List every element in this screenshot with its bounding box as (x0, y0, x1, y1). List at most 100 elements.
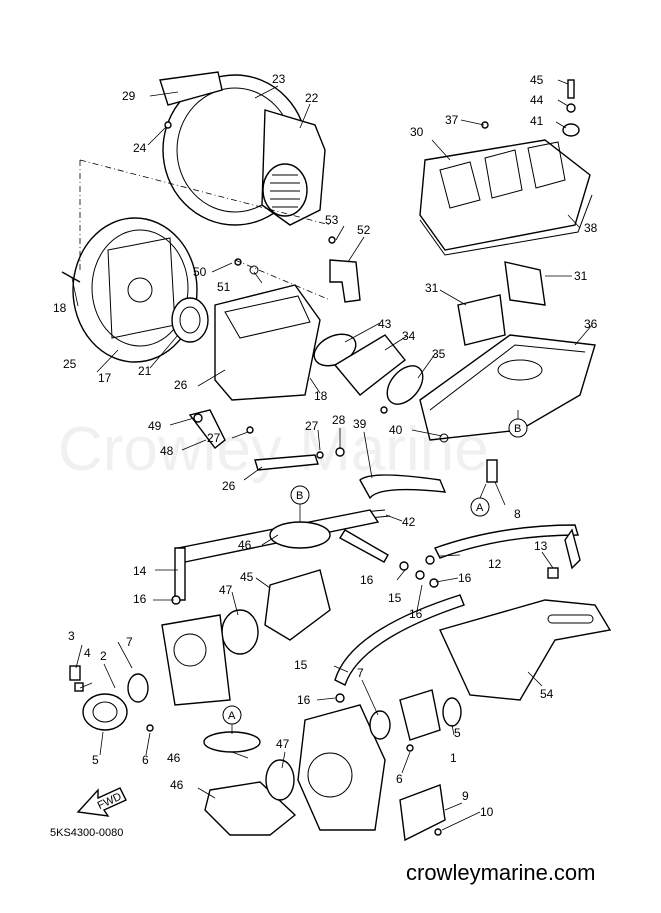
clamp-38 (439, 433, 449, 443)
callout-15: 15 (388, 591, 402, 605)
callout-16b: 16 (360, 573, 374, 587)
nut-49 (193, 413, 203, 423)
marker-b-upper: B (514, 423, 521, 435)
screw-10 (434, 828, 442, 836)
fwd-arrow-icon: FWD (76, 787, 127, 817)
callout-43: 45 (530, 73, 544, 87)
callout-16a: 16 (133, 592, 147, 606)
reference-markers: B A B A (222, 410, 528, 734)
case-34 (419, 334, 596, 441)
callout-27a: 27 (207, 431, 221, 445)
callout-2: 2 (100, 649, 107, 663)
callout-3: 3 (68, 629, 75, 643)
joint-45 (264, 569, 331, 641)
seal-29 (159, 71, 223, 106)
grommet-39 (562, 123, 580, 137)
callout-30: 30 (410, 125, 424, 139)
cover-9 (399, 784, 446, 842)
callout-31b: 31 (425, 281, 439, 295)
leader-lines (71, 79, 593, 831)
callout-8: 8 (514, 507, 521, 521)
callout-7a: 7 (126, 635, 133, 649)
callout-49: 49 (148, 419, 162, 433)
clamp-7-rear (127, 673, 149, 703)
hose-14 (334, 594, 465, 686)
carburetor-section (69, 509, 612, 842)
clamp-7-front (369, 710, 391, 740)
screw-23 (164, 121, 172, 129)
joint-20 (171, 297, 209, 343)
callout-50: 50 (193, 265, 207, 279)
callout-38: 40 (389, 423, 403, 437)
callout-29: 29 (122, 89, 136, 103)
callout-6b: 6 (396, 772, 403, 786)
joint-32 (333, 334, 406, 396)
callout-17: 17 (98, 371, 112, 385)
fwd-label: FWD (96, 791, 124, 812)
intake-grille (262, 163, 308, 217)
joint-31b (457, 294, 506, 346)
plate-54 (439, 599, 612, 701)
clamp-47-upper (221, 609, 259, 655)
seal-33 (386, 365, 424, 405)
callout-22: 23 (272, 72, 286, 86)
bracket-52 (329, 259, 361, 303)
screw-19 (61, 271, 81, 283)
drain-8 (486, 459, 498, 483)
callout-46a: 46 (238, 538, 252, 552)
callout-32: 34 (402, 329, 416, 343)
joint-31a (504, 261, 546, 306)
callout-26: 26 (222, 479, 236, 493)
manifold-2 (82, 693, 128, 731)
callout-44: 46 (170, 778, 184, 792)
clip-27a (246, 426, 254, 434)
callout-19: 18 (53, 301, 67, 315)
callout-52: 52 (357, 223, 371, 237)
cap-3 (69, 665, 81, 681)
callout-51: 51 (217, 280, 231, 294)
callout-48: 48 (160, 444, 174, 458)
marker-a-lower: A (228, 710, 236, 722)
callout-33: 35 (432, 347, 446, 361)
screw-35 (481, 121, 489, 129)
callout-45: 45 (240, 570, 254, 584)
callout-21: 22 (305, 91, 319, 105)
callout-6a: 6 (142, 753, 149, 767)
callout-1: 1 (450, 751, 457, 765)
hose-26 (254, 454, 319, 471)
callout-35: 37 (445, 113, 459, 127)
callout-18: 18 (314, 389, 328, 403)
callout-53: 53 (325, 213, 339, 227)
carburetor-front (297, 704, 386, 831)
callout-31a: 31 (574, 269, 588, 283)
carburetor-rear (161, 614, 231, 706)
callout-10: 10 (480, 805, 494, 819)
hoses (188, 409, 581, 579)
bolt-43 (567, 79, 575, 99)
bolt-6-rear (146, 724, 154, 732)
callout-16e: 16 (297, 693, 311, 707)
callout-12: 13 (534, 539, 548, 553)
washer-51 (249, 265, 259, 275)
marker-a-upper: A (476, 502, 484, 514)
drawing-code: 5KS4300-0080 (50, 827, 123, 839)
collar-42 (566, 103, 576, 113)
hose-37 (359, 474, 447, 500)
clamp-46-lower (203, 731, 261, 753)
callout-11: 12 (488, 557, 502, 571)
hose-12 (564, 528, 581, 570)
callout-labels: 29 23 22 24 53 52 50 51 18 25 17 21 26 1… (53, 72, 598, 819)
callout-5a: 5 (92, 753, 99, 767)
callout-23: 24 (133, 141, 147, 155)
callout-20: 21 (138, 364, 152, 378)
callout-9: 9 (462, 789, 469, 803)
callout-46b: 46 (167, 751, 181, 765)
footer-site: crowleymarine.com (406, 860, 596, 885)
callout-14: 15 (294, 658, 308, 672)
filter-cover-assembly (419, 79, 596, 483)
element-25 (214, 284, 321, 401)
callout-13: 14 (133, 564, 147, 578)
callout-37: 39 (353, 417, 367, 431)
cap-28 (335, 447, 345, 457)
